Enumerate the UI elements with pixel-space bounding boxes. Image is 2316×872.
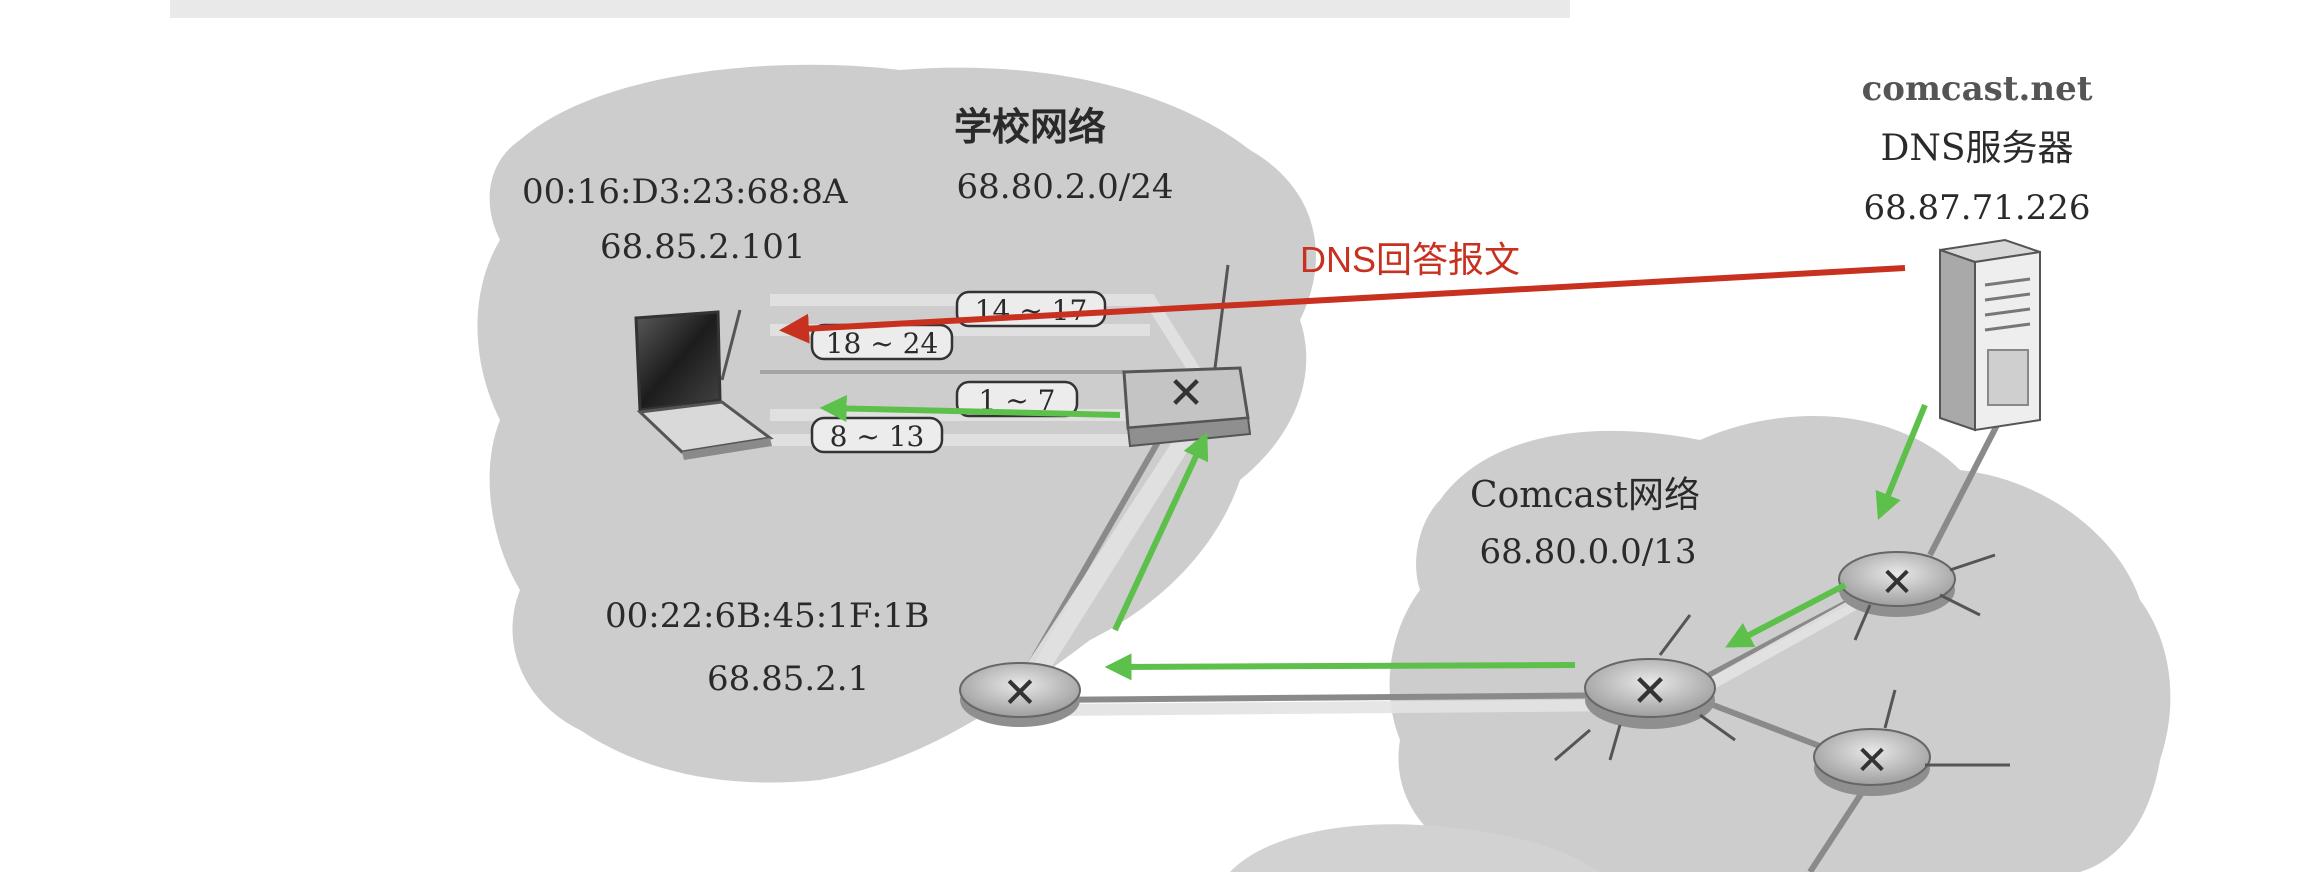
school-network-title: 学校网络 [954, 104, 1106, 149]
cropped-header-band [170, 0, 1570, 18]
message-range-badge: 8 ~ 13 [810, 416, 944, 454]
dns-server-icon [1939, 238, 2041, 432]
dns-domain-label: comcast.net [1862, 69, 2093, 109]
router-icon: ✕ [1554, 614, 1736, 762]
dns-reply-label: DNS回答报文 [1300, 239, 1520, 280]
dns-server-title: DNS服务器 [1880, 128, 2073, 169]
gateway-ip-label: 68.85.2.1 [707, 659, 869, 699]
router-icon: ✕ [1813, 689, 2010, 796]
svg-text:8 ~ 13: 8 ~ 13 [830, 420, 925, 453]
dns-reply-arrow [779, 265, 1906, 344]
svg-text:✕: ✕ [1632, 666, 1669, 717]
svg-text:✕: ✕ [1880, 560, 1914, 606]
router-icon: ✕ [959, 662, 1081, 727]
message-range-badge: 18 ~ 24 [810, 323, 954, 361]
gateway-mac-label: 00:22:6B:45:1F:1B [605, 596, 929, 636]
laptop-ip-label: 68.85.2.101 [600, 227, 805, 267]
svg-text:✕: ✕ [1168, 368, 1205, 419]
lower-cloud-fragment [1230, 824, 1600, 872]
laptop-mac-label: 00:16:D3:23:68:8A [522, 172, 848, 212]
forward-path-arrows [819, 395, 1928, 681]
laptop-icon [634, 309, 774, 460]
svg-text:14 ~ 17: 14 ~ 17 [975, 294, 1088, 327]
svg-text:✕: ✕ [1855, 738, 1889, 784]
dns-server-ip: 68.87.71.226 [1863, 188, 2090, 228]
comcast-network-title: Comcast网络 [1470, 475, 1700, 516]
ethernet-switch-icon: ✕ [1122, 264, 1252, 448]
school-network-subnet: 68.80.2.0/24 [957, 167, 1174, 207]
svg-text:18 ~ 24: 18 ~ 24 [826, 327, 939, 360]
comcast-network-subnet: 68.80.0.0/13 [1480, 532, 1697, 572]
router-icon: ✕ [1838, 551, 1996, 641]
svg-text:✕: ✕ [1002, 668, 1037, 717]
